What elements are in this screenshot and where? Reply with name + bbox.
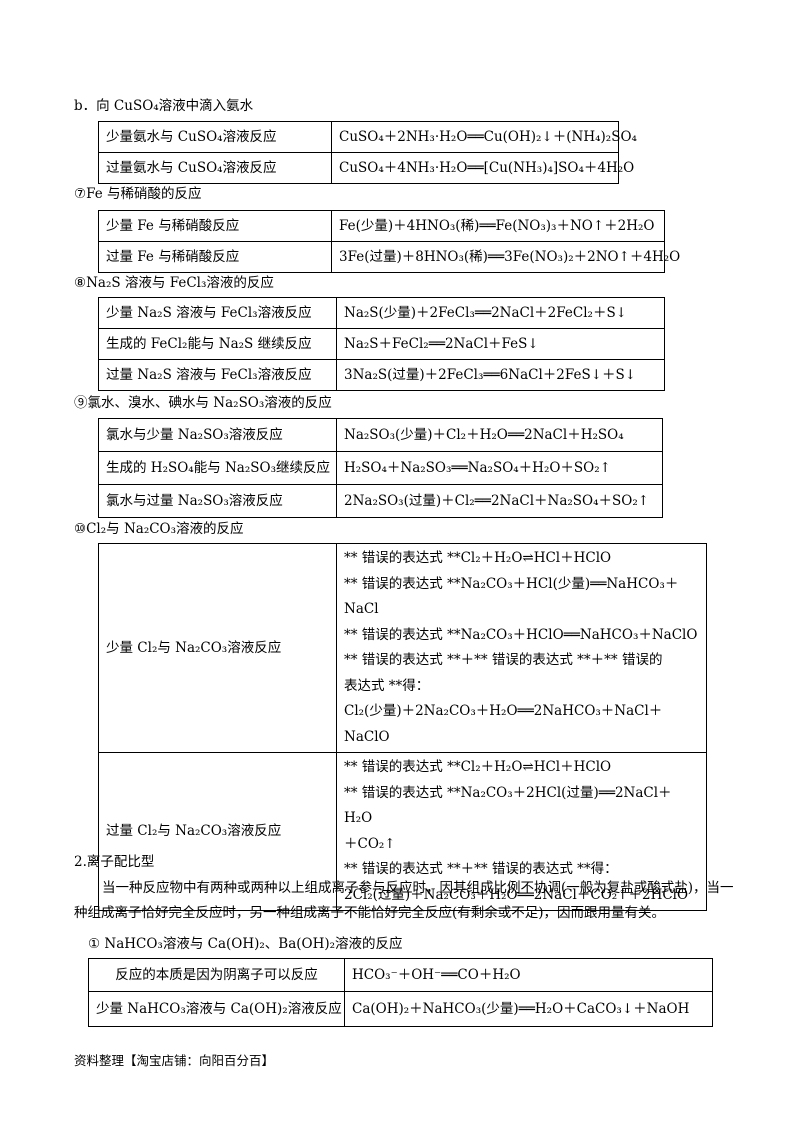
heading-9: ⑨氯水、溴水、碘水与 Na₂SO₃溶液的反应 — [74, 395, 332, 411]
heading-8: ⑧Na₂S 溶液与 FeCl₃溶液的反应 — [74, 275, 274, 291]
equation-cell: Na₂S(少量)＋2FeCl₃══2NaCl＋2FeCl₂＋S↓ — [336, 297, 665, 329]
table-row: 少量 Cl₂与 Na₂CO₃溶液反应 ** 错误的表达式 **Cl₂＋H₂O⇌H… — [98, 543, 707, 753]
heading-7: ⑦Fe 与稀硝酸的反应 — [74, 186, 202, 202]
table-nahco3-hydroxide: 反应的本质是因为阴离子可以反应 HCO₃⁻＋OH⁻══CO＋H₂O 少量 NaH… — [88, 958, 713, 1027]
table-row: 过量 Fe 与稀硝酸反应 3Fe(过量)＋8HNO₃(稀)══3Fe(NO₃)₂… — [98, 241, 680, 273]
equation-line: ** 错误的表达式 **Cl₂＋H₂O⇌HCl＋HClO — [344, 759, 612, 775]
condition-cell: 反应的本质是因为阴离子可以反应 — [88, 958, 345, 992]
heading-b: b．向 CuSO₄溶液中滴入氨水 — [74, 98, 254, 114]
table-row: 生成的 FeCl₂能与 Na₂S 继续反应 Na₂S＋FeCl₂══2NaCl＋… — [98, 328, 665, 360]
equation-line: ** 错误的表达式 **＋** 错误的表达式 **＋** 错误的 — [344, 652, 663, 668]
condition-cell: 少量 Fe 与稀硝酸反应 — [98, 210, 332, 242]
table-row: 少量 Na₂S 溶液与 FeCl₃溶液反应 Na₂S(少量)＋2FeCl₃══2… — [98, 297, 665, 329]
table-row: 过量 Na₂S 溶液与 FeCl₃溶液反应 3Na₂S(过量)＋2FeCl₃══… — [98, 359, 665, 391]
equation-line: ** 错误的表达式 **Cl₂＋H₂O⇌HCl＋HClO — [344, 550, 612, 566]
condition-cell: 生成的 H₂SO₄能与 Na₂SO₃继续反应 — [98, 451, 337, 485]
condition-cell: 过量 Cl₂与 Na₂CO₃溶液反应 — [98, 752, 337, 911]
heading-2: 2.离子配比型 — [74, 854, 155, 870]
equation-cell: CuSO₄＋4NH₃·H₂O══[Cu(NH₃)₄]SO₄＋4H₂O — [331, 152, 634, 184]
equation-cell: Na₂SO₃(少量)＋Cl₂＋H₂O══2NaCl＋H₂SO₄ — [336, 418, 663, 452]
table-row: 少量 Fe 与稀硝酸反应 Fe(少量)＋4HNO₃(稀)══Fe(NO₃)₃＋N… — [98, 210, 665, 242]
equation-line: Cl₂(少量)＋2Na₂CO₃＋H₂O══2NaHCO₃＋NaCl＋NaClO — [344, 703, 663, 745]
equation-line: 表达式 **得： — [344, 677, 430, 694]
equation-cell: CuSO₄＋2NH₃·H₂O══Cu(OH)₂↓＋(NH₄)₂SO₄ — [331, 121, 637, 153]
condition-cell: 少量 Na₂S 溶液与 FeCl₃溶液反应 — [98, 297, 337, 329]
footer-note: 资料整理【淘宝店铺：向阳百分百】 — [74, 1053, 275, 1068]
table-row: 反应的本质是因为阴离子可以反应 HCO₃⁻＋OH⁻══CO＋H₂O — [88, 958, 713, 992]
table-row: 少量氨水与 CuSO₄溶液反应 CuSO₄＋2NH₃·H₂O══Cu(OH)₂↓… — [98, 121, 637, 153]
table-row: 氯水与过量 Na₂SO₃溶液反应 2Na₂SO₃(过量)＋Cl₂══2NaCl＋… — [98, 484, 663, 518]
equation-line: NaCl — [344, 601, 379, 617]
table-cl2-na2co3: 少量 Cl₂与 Na₂CO₃溶液反应 ** 错误的表达式 **Cl₂＋H₂O⇌H… — [98, 543, 707, 911]
paragraph: 当一种反应物中有两种或两种以上组成离子参与反应时，因其组成比例不协调(一般为复盐… — [74, 880, 734, 921]
table-cuso4-ammonia: 少量氨水与 CuSO₄溶液反应 CuSO₄＋2NH₃·H₂O══Cu(OH)₂↓… — [98, 121, 637, 184]
table-halogen-na2so3: 氯水与少量 Na₂SO₃溶液反应 Na₂SO₃(少量)＋Cl₂＋H₂O══2Na… — [98, 418, 663, 518]
equation-cell: 3Fe(过量)＋8HNO₃(稀)══3Fe(NO₃)₂＋2NO↑＋4H₂O — [331, 241, 680, 273]
equation-line: ＋CO₂↑ — [344, 835, 396, 852]
equation-cell: Ca(OH)₂＋NaHCO₃(少量)══H₂O＋CaCO₃↓＋NaOH — [344, 991, 713, 1027]
table-na2s-fecl3: 少量 Na₂S 溶液与 FeCl₃溶液反应 Na₂S(少量)＋2FeCl₃══2… — [98, 297, 665, 391]
table-row: 过量氨水与 CuSO₄溶液反应 CuSO₄＋4NH₃·H₂O══[Cu(NH₃)… — [98, 152, 634, 184]
table-row: 过量 Cl₂与 Na₂CO₃溶液反应 ** 错误的表达式 **Cl₂＋H₂O⇌H… — [98, 752, 707, 911]
condition-cell: 少量 NaHCO₃溶液与 Ca(OH)₂溶液反应 — [88, 991, 345, 1027]
condition-cell: 过量 Na₂S 溶液与 FeCl₃溶液反应 — [98, 359, 337, 391]
condition-cell: 氯水与少量 Na₂SO₃溶液反应 — [98, 418, 337, 452]
equation-cell: 2Na₂SO₃(过量)＋Cl₂══2NaCl＋Na₂SO₄＋SO₂↑ — [336, 484, 663, 518]
equation-line: ** 错误的表达式 **Na₂CO₃＋HClO══NaHCO₃＋NaClO — [344, 626, 698, 643]
equation-line: ** 错误的表达式 **Na₂CO₃＋HCl(少量)══NaHCO₃＋ — [344, 575, 679, 592]
equation-line: ** 错误的表达式 **＋** 错误的表达式 **得： — [344, 861, 618, 877]
equation-cell: ** 错误的表达式 **Cl₂＋H₂O⇌HCl＋HClO ** 错误的表达式 *… — [336, 752, 707, 911]
condition-cell: 生成的 FeCl₂能与 Na₂S 继续反应 — [98, 328, 337, 360]
equation-line: 2Cl₂(过量)＋Na₂CO₃＋H₂O══2NaCl＋CO₂↑＋2HClO — [344, 886, 689, 903]
table-row: 少量 NaHCO₃溶液与 Ca(OH)₂溶液反应 Ca(OH)₂＋NaHCO₃(… — [88, 991, 713, 1027]
equation-cell: ** 错误的表达式 **Cl₂＋H₂O⇌HCl＋HClO ** 错误的表达式 *… — [336, 543, 707, 753]
condition-cell: 氯水与过量 Na₂SO₃溶液反应 — [98, 484, 337, 518]
equation-cell: 3Na₂S(过量)＋2FeCl₃══6NaCl＋2FeS↓＋S↓ — [336, 359, 665, 391]
table-row: 氯水与少量 Na₂SO₃溶液反应 Na₂SO₃(少量)＋Cl₂＋H₂O══2Na… — [98, 418, 663, 452]
heading-10: ⑩Cl₂与 Na₂CO₃溶液的反应 — [74, 521, 244, 537]
equation-cell: H₂SO₄＋Na₂SO₃══Na₂SO₄＋H₂O＋SO₂↑ — [336, 451, 663, 485]
equation-line: ** 错误的表达式 **Na₂CO₃＋2HCl(过量)══2NaCl＋H₂O — [344, 784, 672, 827]
condition-cell: 少量 Cl₂与 Na₂CO₃溶液反应 — [98, 543, 337, 753]
equation-cell: Fe(少量)＋4HNO₃(稀)══Fe(NO₃)₃＋NO↑＋2H₂O — [331, 210, 665, 242]
equation-cell: Na₂S＋FeCl₂══2NaCl＋FeS↓ — [336, 328, 665, 360]
table-row: 生成的 H₂SO₄能与 Na₂SO₃继续反应 H₂SO₄＋Na₂SO₃══Na₂… — [98, 451, 663, 485]
condition-cell: 过量 Fe 与稀硝酸反应 — [98, 241, 332, 273]
condition-cell: 少量氨水与 CuSO₄溶液反应 — [98, 121, 332, 153]
table-fe-nitric: 少量 Fe 与稀硝酸反应 Fe(少量)＋4HNO₃(稀)══Fe(NO₃)₃＋N… — [98, 210, 680, 273]
condition-cell: 过量氨水与 CuSO₄溶液反应 — [98, 152, 332, 184]
equation-cell: HCO₃⁻＋OH⁻══CO＋H₂O — [344, 958, 713, 992]
heading-1: ① NaHCO₃溶液与 Ca(OH)₂、Ba(OH)₂溶液的反应 — [88, 936, 403, 952]
